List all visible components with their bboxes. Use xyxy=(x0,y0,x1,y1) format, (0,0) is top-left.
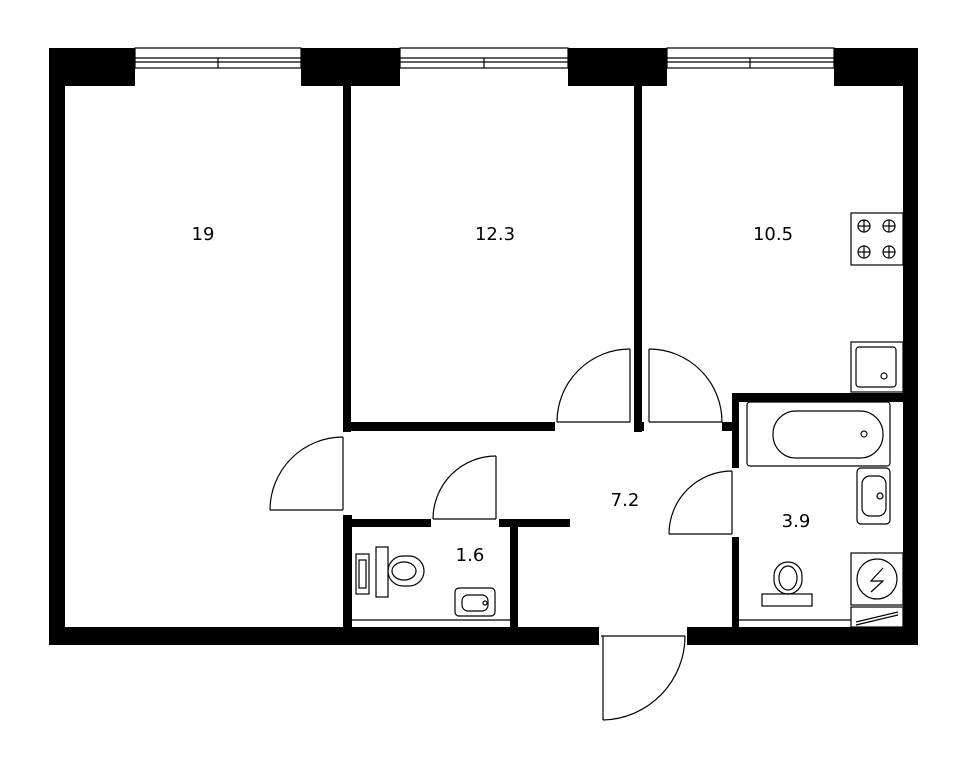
window-3 xyxy=(666,47,835,69)
door-entrance xyxy=(601,635,686,721)
toilet-area: 1.6 xyxy=(456,545,485,566)
washbasin-icon xyxy=(856,467,891,525)
door-toilet xyxy=(432,455,497,520)
toilet-icon xyxy=(761,561,813,607)
room-2-area: 12.3 xyxy=(475,224,515,245)
interior-walls xyxy=(343,86,903,627)
room-1-area: 19 xyxy=(192,224,215,245)
washing-machine-icon xyxy=(850,552,904,606)
stove-icon xyxy=(850,212,904,266)
toilet-room-washbasin-icon xyxy=(454,587,496,617)
door-room-1 xyxy=(269,436,344,511)
towel-rail-icon xyxy=(850,606,904,628)
door-room-2 xyxy=(556,348,631,423)
bathtub-icon xyxy=(746,401,891,467)
window-1 xyxy=(134,47,302,69)
door-bathroom xyxy=(668,470,733,535)
sink-icon xyxy=(850,341,904,393)
door-kitchen xyxy=(648,348,723,423)
window-2 xyxy=(399,47,569,69)
bathroom-area: 3.9 xyxy=(782,511,811,532)
toilet-room-bin-icon xyxy=(355,553,370,595)
kitchen-area: 10.5 xyxy=(753,224,793,245)
outer-walls xyxy=(49,48,918,645)
toilet-room-toilet-icon xyxy=(375,546,425,598)
hallway-area: 7.2 xyxy=(611,490,640,511)
